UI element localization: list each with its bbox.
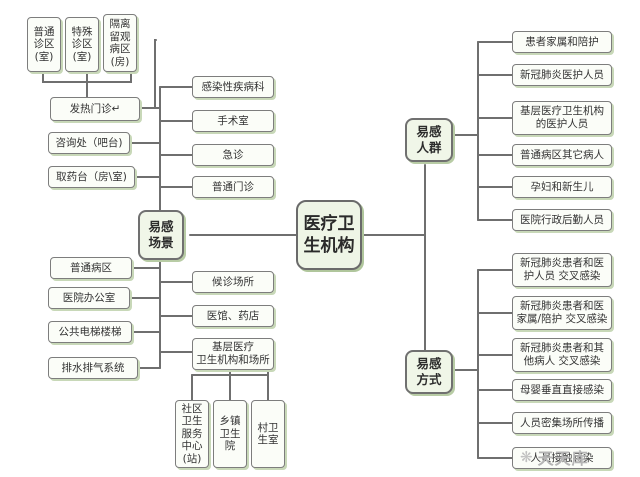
node-fever-clinic: 发热门诊↵ (50, 97, 140, 121)
crowd-item-primary-care-staff: 基层医疗卫生机构 的医护人员 (512, 101, 612, 135)
hub-susceptible-modes: 易感 方式 (405, 350, 453, 394)
center-node-medical-institution: 医疗卫 生机构 (296, 200, 362, 270)
crowd-item-admin-logistics-staff: 医院行政后勤人员 (512, 209, 612, 231)
hub-susceptible-crowd: 易感 人群 (405, 118, 453, 162)
fever-sub-general-zone: 普通 诊区 (室) (27, 17, 61, 72)
crowd-item-pregnant-newborn: 孕妇和新生儿 (512, 176, 612, 198)
node-waiting-area: 候诊场所 (192, 271, 274, 293)
crowd-item-family-caregivers: 患者家属和陪护 (512, 31, 612, 53)
fever-sub-isolation-ward: 隔离 留观 病区 (房) (103, 14, 137, 72)
node-operating-room: 手术室 (192, 110, 274, 132)
crowd-item-covid-medical-staff: 新冠肺炎医护人员 (512, 64, 612, 86)
mode-item-mother-infant: 母婴垂直直接感染 (512, 379, 612, 401)
node-consultation-desk: 咨询处（吧台) (48, 132, 130, 154)
node-primary-care-facilities: 基层医疗 卫生机构和场所 (192, 338, 274, 370)
fever-sub-special-zone: 特殊 诊区 (室) (65, 17, 99, 72)
mode-item-crowded-spread: 人员密集场所传播 (512, 412, 612, 434)
basic-sub-community-center: 社区 卫生 服务 中心 (站) (175, 400, 209, 468)
node-infectious-disease-dept: 感染性疾病科 (192, 76, 274, 98)
node-pharmacy-counter: 取药台（房\室) (48, 166, 135, 188)
node-emergency: 急诊 (192, 144, 274, 166)
paw-icon: ❋ (520, 448, 534, 466)
basic-sub-township-hospital: 乡镇 卫生 院 (213, 400, 247, 468)
mode-item-patient-other-cross: 新冠肺炎患者和其 他病人 交叉感染 (512, 338, 612, 372)
mode-item-contact-infection: 人员接触感染 (512, 447, 612, 469)
node-outpatient: 普通门诊 (192, 176, 274, 198)
watermark: ❋ 天天库 (520, 443, 640, 471)
basic-sub-village-clinic: 村卫 生室 (251, 400, 285, 468)
node-drainage-exhaust: 排水排气系统 (48, 357, 138, 379)
hub-susceptible-scenes: 易感 场景 (138, 210, 184, 260)
node-public-elevator-stairs: 公共电梯楼梯 (48, 321, 132, 343)
node-hospital-office: 医院办公室 (48, 287, 130, 309)
crowd-item-general-ward-patients: 普通病区其它病人 (512, 144, 612, 166)
node-clinic-pharmacy: 医馆、药店 (192, 305, 274, 327)
node-general-ward: 普通病区 (50, 257, 132, 279)
mode-item-patient-family-cross: 新冠肺炎患者和医 家属/陪护 交叉感染 (512, 296, 612, 330)
watermark-text: 天天库 (537, 449, 589, 468)
mode-item-patient-medical-cross: 新冠肺炎患者和医 护人员 交叉感染 (512, 253, 612, 287)
